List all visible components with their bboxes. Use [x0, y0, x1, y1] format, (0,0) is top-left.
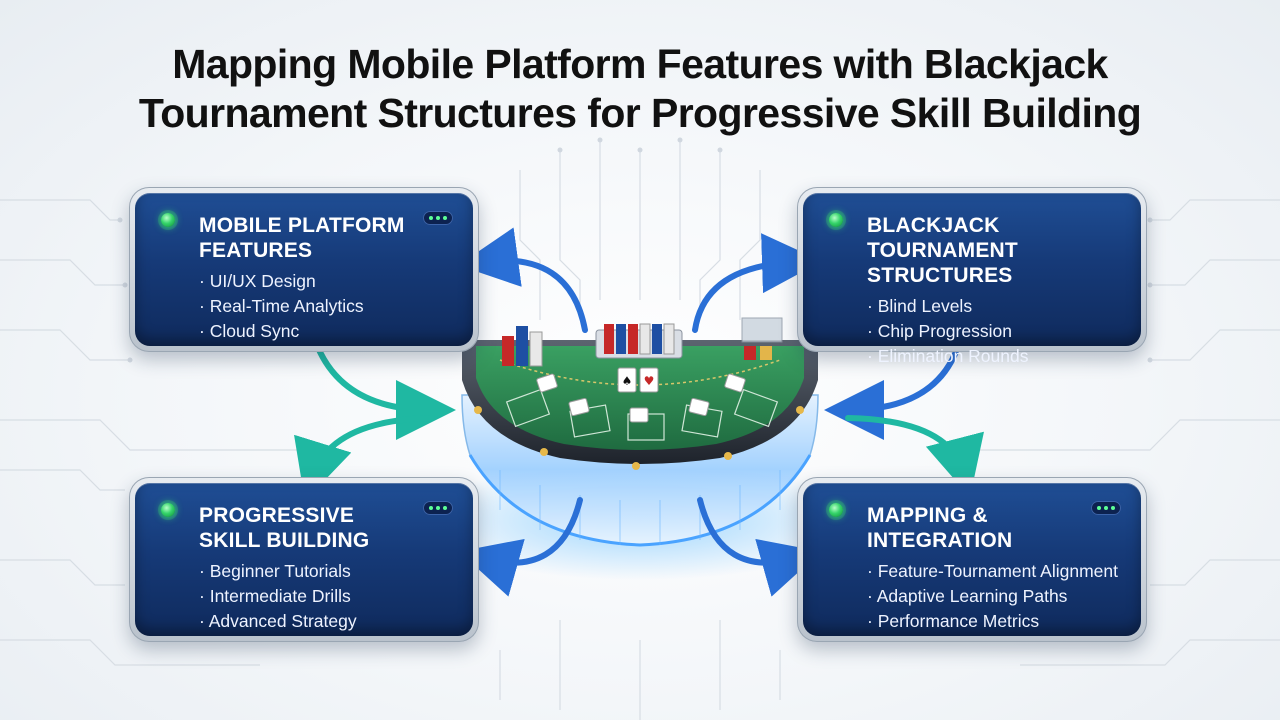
ellipsis-menu-icon[interactable]	[423, 501, 453, 515]
progressive-skill-card: PROGRESSIVE SKILL BUILDING Beginner Tuto…	[129, 477, 479, 642]
mapping-integration-panel: MAPPING & INTEGRATION Feature-Tournament…	[803, 483, 1141, 636]
card-title-line-2: FEATURES	[199, 239, 313, 262]
list-item: Feature-Tournament Alignment	[867, 559, 1123, 584]
list-item: Beginner Tutorials	[199, 559, 455, 584]
svg-text:♥: ♥	[644, 374, 655, 388]
feature-list: Beginner Tutorials Intermediate Drills A…	[199, 559, 455, 634]
card-title-line-2: STRUCTURES	[867, 264, 1013, 287]
arrow-table-to-tournament	[692, 233, 822, 333]
playing-cards: ♠ ♥	[536, 367, 746, 423]
list-item: Elimination Rounds	[867, 344, 1123, 369]
list-item: Intermediate Drills	[199, 584, 455, 609]
card-title: PROGRESSIVE SKILL BUILDING	[199, 503, 455, 553]
svg-text:♠: ♠	[622, 374, 633, 388]
card-shoe	[741, 317, 783, 343]
arrow-table-to-mapping-bottom	[697, 497, 822, 597]
feature-list: UI/UX Design Real-Time Analytics Cloud S…	[199, 269, 455, 344]
card-title-line-2: SKILL BUILDING	[199, 529, 370, 552]
green-led-icon	[829, 213, 843, 227]
page-title-line-1: Mapping Mobile Platform Features with Bl…	[172, 41, 1108, 87]
card-title-line-1: BLACKJACK TOURNAMENT	[867, 214, 1018, 262]
list-item: Blind Levels	[867, 294, 1123, 319]
card-title-line-1: MAPPING &	[867, 504, 988, 527]
blackjack-tournament-panel: BLACKJACK TOURNAMENT STRUCTURES Blind Le…	[803, 193, 1141, 366]
chip-stacks	[502, 323, 772, 367]
page-title: Mapping Mobile Platform Features with Bl…	[0, 40, 1280, 138]
list-item: Chip Progression	[867, 319, 1123, 344]
card-title: MOBILE PLATFORM FEATURES	[199, 213, 455, 263]
feature-list: Blind Levels Chip Progression Eliminatio…	[867, 294, 1123, 369]
mobile-platform-card: MOBILE PLATFORM FEATURES UI/UX Design Re…	[129, 187, 479, 352]
arrow-table-to-skill	[294, 415, 435, 501]
list-item: Adaptive Learning Paths	[867, 584, 1123, 609]
green-led-icon	[161, 503, 175, 517]
list-item: Real-Time Analytics	[199, 294, 455, 319]
feature-list: Feature-Tournament Alignment Adaptive Le…	[867, 559, 1123, 634]
table-lights	[474, 406, 804, 470]
arrow-table-to-mobile	[458, 227, 588, 333]
mapping-integration-card: MAPPING & INTEGRATION Feature-Tournament…	[797, 477, 1147, 642]
card-title-line-1: PROGRESSIVE	[199, 504, 355, 527]
arrow-table-to-skill-bottom	[458, 497, 583, 597]
progressive-skill-panel: PROGRESSIVE SKILL BUILDING Beginner Tuto…	[135, 483, 473, 636]
list-item: Performance Metrics	[867, 609, 1123, 634]
arrow-mobile-to-table	[312, 337, 456, 440]
green-led-icon	[161, 213, 175, 227]
green-led-icon	[829, 503, 843, 517]
arrow-table-to-mapping	[845, 415, 984, 498]
betting-arc	[499, 359, 781, 386]
card-title-line-2: INTEGRATION	[867, 529, 1013, 552]
page-title-line-2: Tournament Structures for Progressive Sk…	[138, 90, 1142, 136]
list-item: UI/UX Design	[199, 269, 455, 294]
list-item: Cloud Sync	[199, 319, 455, 344]
card-title: BLACKJACK TOURNAMENT STRUCTURES	[867, 213, 1123, 288]
table-felt	[476, 346, 804, 450]
card-title-line-1: MOBILE PLATFORM	[199, 214, 405, 237]
list-item: Advanced Strategy	[199, 609, 455, 634]
ellipsis-menu-icon[interactable]	[423, 211, 453, 225]
blackjack-tournament-card: BLACKJACK TOURNAMENT STRUCTURES Blind Le…	[797, 187, 1147, 366]
card-title: MAPPING & INTEGRATION	[867, 503, 1123, 553]
ellipsis-menu-icon[interactable]	[1091, 501, 1121, 515]
mobile-platform-panel: MOBILE PLATFORM FEATURES UI/UX Design Re…	[135, 193, 473, 346]
